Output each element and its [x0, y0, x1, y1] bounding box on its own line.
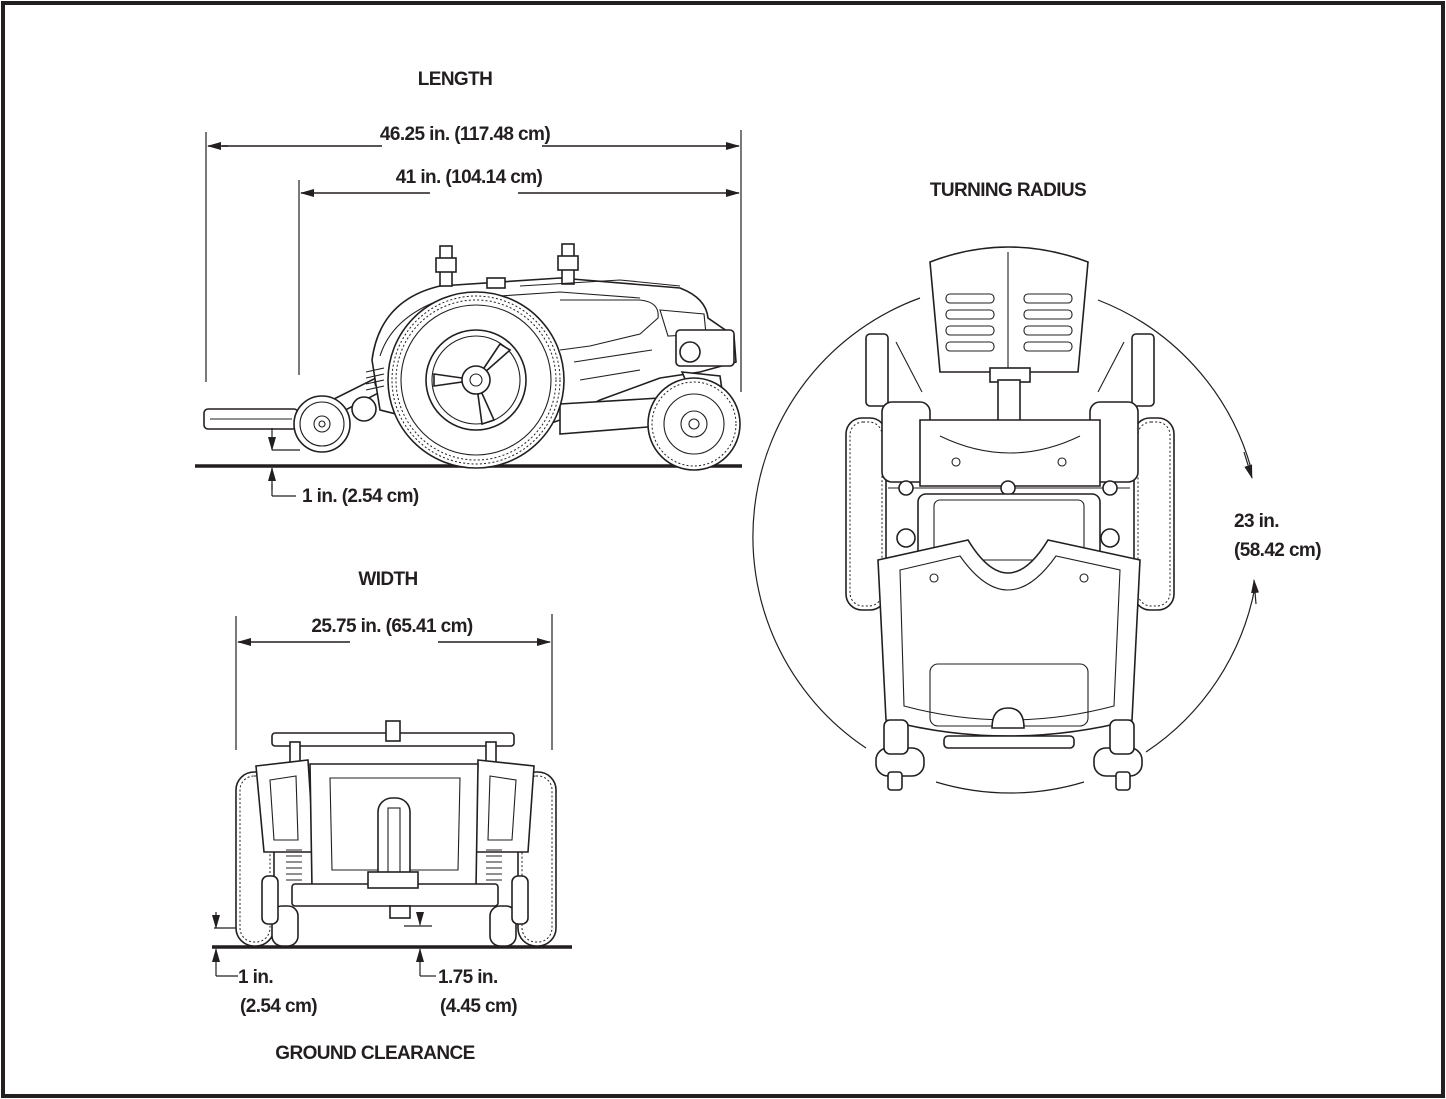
ground-clearance-title: GROUND CLEARANCE [275, 1043, 474, 1064]
turning-radius-view: TURNING RADIUS 23 in. (58.42 cm) [752, 180, 1322, 794]
power-chair-top-view [845, 246, 1175, 791]
length-view: LENGTH 46.25 in. (117.48 cm) 41 in. (104… [195, 69, 742, 507]
center-clearance-line2: (4.45 cm) [440, 996, 517, 1017]
turning-radius-title: TURNING RADIUS [930, 180, 1086, 201]
turning-radius-arrow-bottom [1251, 579, 1260, 605]
turning-radius-line1: 23 in. [1234, 511, 1279, 532]
turning-radius-line2: (58.42 cm) [1234, 540, 1321, 561]
base-length-label: 41 in. (104.14 cm) [396, 167, 543, 188]
center-clearance-line1: 1.75 in. [438, 967, 498, 988]
width-label: 25.75 in. (65.41 cm) [311, 616, 472, 637]
width-title: WIDTH [358, 569, 417, 590]
side-clearance-line2: (2.54 cm) [240, 996, 317, 1017]
length-title: LENGTH [418, 69, 493, 90]
turning-radius-arc [1097, 299, 1252, 469]
overall-length-label: 46.25 in. (117.48 cm) [380, 124, 550, 145]
turning-radius-arc-bottom [935, 781, 1085, 794]
turning-radius-arrow-top [1243, 451, 1253, 479]
turning-radius-arc-left [752, 297, 921, 749]
turning-radius-arc-lower [1145, 586, 1256, 753]
side-clearance-line1: 1 in. [238, 967, 273, 988]
power-chair-side-profile [203, 243, 741, 471]
width-view: WIDTH 25.75 in. (65.41 cm) [212, 569, 572, 1064]
length-clearance-label: 1 in. (2.54 cm) [302, 486, 419, 507]
power-chair-front-profile [235, 720, 557, 947]
